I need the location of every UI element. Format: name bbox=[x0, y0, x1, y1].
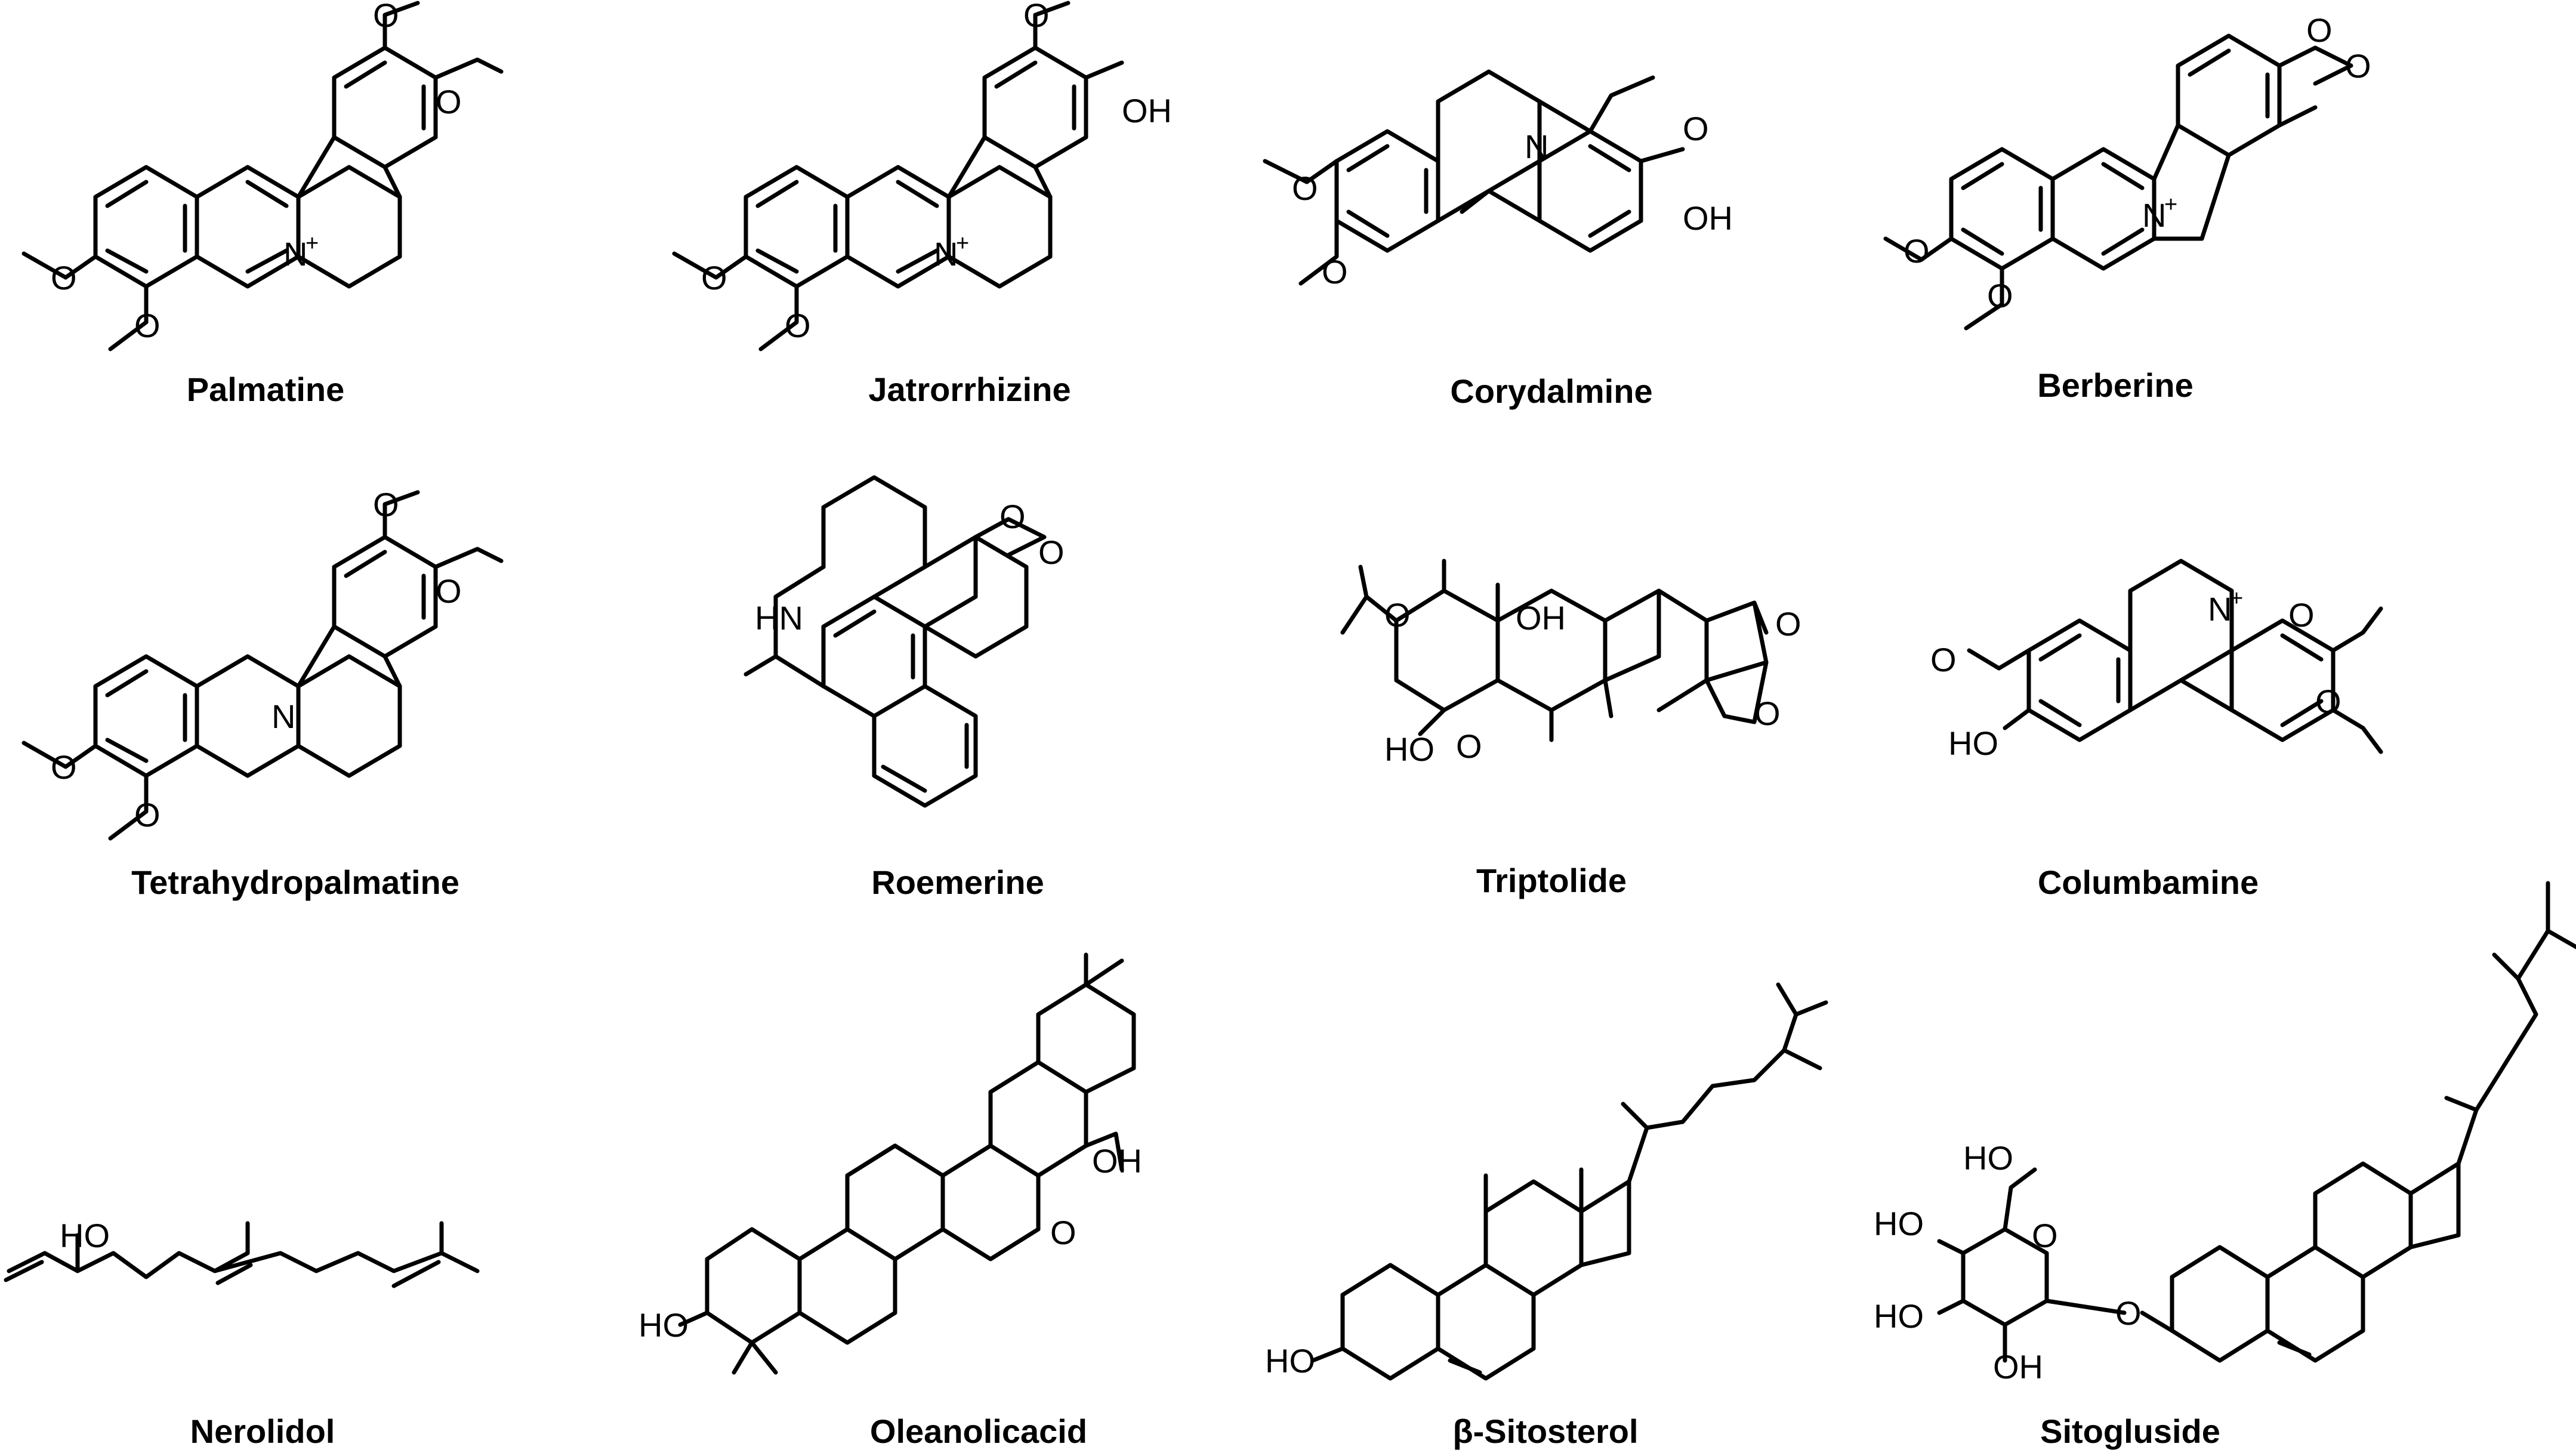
methoxy-oxygen: O bbox=[2315, 683, 2341, 720]
methoxy-oxygen: O bbox=[1987, 277, 2013, 314]
glycosidic-oxygen: O bbox=[2115, 1294, 2142, 1332]
epoxide-oxygen: O bbox=[1384, 596, 1411, 634]
hydroxyl-group: OH bbox=[1092, 1142, 1142, 1180]
sitogluside-structure: HO O HO HO OH O Sitogluside bbox=[1874, 881, 2576, 1450]
quaternary-nitrogen: N bbox=[934, 235, 958, 273]
amine-nitrogen: N bbox=[272, 698, 295, 735]
methoxy-oxygen: O bbox=[785, 307, 811, 344]
methoxy-oxygen: O bbox=[1904, 232, 1930, 270]
oleanolic-acid-structure: HO OH O Oleanolicacid bbox=[638, 952, 1142, 1450]
methoxy-oxygen: O bbox=[373, 486, 399, 523]
methoxy-oxygen: O bbox=[701, 259, 727, 297]
methoxy-oxygen: O bbox=[2288, 596, 2315, 634]
palmatine-structure: O O O O N + Palmatine bbox=[21, 0, 504, 408]
tetrahydropalmatine-structure: O O O O N Tetrahydropalmatine bbox=[21, 486, 504, 901]
compound-name: β-Sitosterol bbox=[1452, 1412, 1638, 1450]
hydroxyl-group: HO bbox=[1948, 724, 1998, 762]
compound-name: Sitogluside bbox=[2040, 1412, 2220, 1450]
compound-name: Palmatine bbox=[187, 371, 345, 408]
corydalmine-structure: O O O OH N Corydalmine bbox=[1263, 69, 1733, 410]
hydroxyl-group: HO bbox=[638, 1306, 689, 1344]
beta-sitosterol-structure: HO β-Sitosterol bbox=[1265, 982, 1828, 1450]
compound-name: Berberine bbox=[2037, 366, 2193, 404]
compound-name: Roemerine bbox=[871, 863, 1044, 901]
compound-name: Corydalmine bbox=[1450, 372, 1652, 410]
methoxy-oxygen: O bbox=[436, 572, 462, 610]
methoxy-oxygen: O bbox=[1023, 0, 1050, 34]
methoxy-oxygen: O bbox=[1930, 641, 1957, 678]
dioxole-oxygen: O bbox=[999, 498, 1026, 535]
hydroxyl-group: OH bbox=[1516, 599, 1566, 637]
jatrorrhizine-structure: O O O OH N + Jatrorrhizine bbox=[672, 0, 1172, 408]
compound-name: Jatrorrhizine bbox=[868, 371, 1070, 408]
methoxy-oxygen: O bbox=[51, 748, 77, 786]
amine-nh: HN bbox=[755, 599, 803, 637]
columbamine-structure: O HO N + O O Columbamine bbox=[1930, 559, 2383, 901]
nerolidol-structure: HO Nerolidol bbox=[4, 1217, 480, 1450]
lactone-oxygen: O bbox=[1754, 695, 1781, 732]
hydroxyl-group: HO bbox=[1963, 1139, 2013, 1177]
quaternary-nitrogen: N bbox=[283, 235, 307, 273]
positive-charge: + bbox=[2164, 192, 2177, 217]
positive-charge: + bbox=[2230, 586, 2243, 611]
quaternary-nitrogen: N bbox=[2208, 590, 2232, 628]
methoxy-oxygen: O bbox=[134, 307, 161, 344]
compound-name: Tetrahydropalmatine bbox=[131, 863, 459, 901]
compound-name: Nerolidol bbox=[190, 1412, 335, 1450]
positive-charge: + bbox=[306, 231, 319, 256]
berberine-structure: O O O O N + Berberine bbox=[1883, 11, 2371, 404]
methoxy-oxygen: O bbox=[134, 796, 161, 834]
methoxy-oxygen: O bbox=[1292, 169, 1318, 207]
methoxy-oxygen: O bbox=[1322, 253, 1348, 291]
carbonyl-oxygen: O bbox=[1775, 605, 1801, 643]
compound-name: Oleanolicacid bbox=[870, 1412, 1087, 1450]
dioxole-oxygen: O bbox=[2345, 47, 2371, 85]
methoxy-oxygen: O bbox=[436, 83, 462, 121]
dioxole-oxygen: O bbox=[2306, 11, 2333, 49]
methoxy-oxygen: O bbox=[51, 259, 77, 297]
epoxide-oxygen: O bbox=[1456, 727, 1482, 765]
methoxy-oxygen: O bbox=[1683, 110, 1709, 147]
compound-name: Columbamine bbox=[2038, 863, 2259, 901]
hydroxyl-group: HO bbox=[1265, 1342, 1315, 1380]
hydroxyl-group: OH bbox=[1993, 1348, 2043, 1386]
ring-oxygen: O bbox=[2032, 1217, 2058, 1254]
compound-name: Triptolide bbox=[1476, 862, 1627, 899]
hydroxyl-group: HO bbox=[60, 1217, 110, 1254]
methoxy-oxygen: O bbox=[373, 0, 399, 34]
positive-charge: + bbox=[956, 231, 969, 256]
hydroxyl-group: HO bbox=[1874, 1297, 1924, 1335]
roemerine-structure: HN O O Roemerine bbox=[744, 475, 1065, 901]
hydroxyl-group: OH bbox=[1122, 92, 1172, 129]
carbonyl-oxygen: O bbox=[1050, 1214, 1076, 1251]
dioxole-oxygen: O bbox=[1038, 533, 1065, 571]
triptolide-structure: O OH HO O O O Triptolide bbox=[1340, 559, 1801, 899]
hydroxyl-group: HO bbox=[1874, 1205, 1924, 1242]
amine-nitrogen: N bbox=[1525, 128, 1548, 165]
hydroxyl-group: HO bbox=[1384, 730, 1434, 768]
quaternary-nitrogen: N bbox=[2142, 196, 2166, 234]
hydroxyl-group: OH bbox=[1683, 199, 1733, 237]
